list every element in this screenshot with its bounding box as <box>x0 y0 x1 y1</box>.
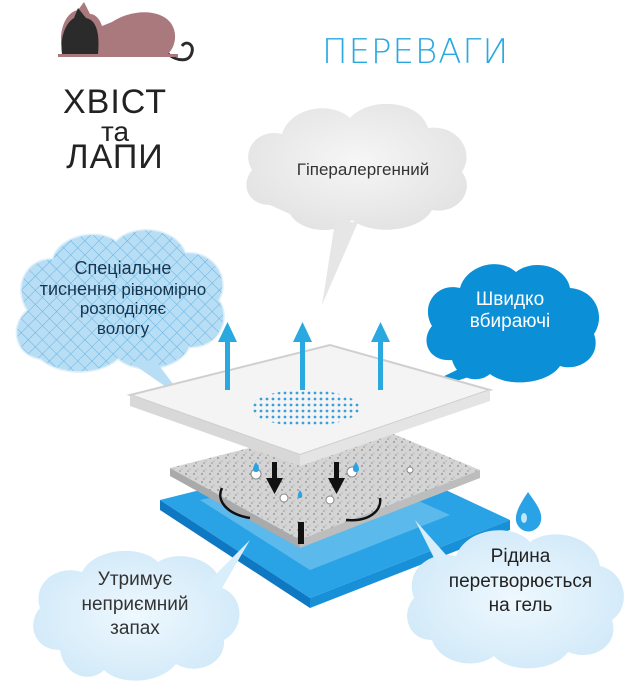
hypoallergenic-label: Гіпералергенний <box>296 160 430 179</box>
logo-text-line3: ЛАПИ <box>66 138 164 176</box>
gel-line2: перетворюється <box>448 570 593 592</box>
odor-line3: запах <box>110 618 160 640</box>
odor-line2: неприємний <box>81 593 189 615</box>
absorbent-layer <box>170 420 480 548</box>
embossing-line3: розподіляє <box>79 299 167 319</box>
logo-text-line1: ХВІСТ <box>63 83 167 121</box>
down-arrow-icon <box>266 462 345 544</box>
fast-line2: вбираючі <box>469 310 551 332</box>
gel-cloud <box>407 520 624 669</box>
embossing-line2: тиснення <box>39 278 117 299</box>
gel-line3: на гель <box>488 595 553 617</box>
embossing-line1: Спеціальне <box>74 258 172 278</box>
logo-text-line2: та <box>100 116 130 147</box>
cat-dog-logo-icon <box>58 2 194 62</box>
odor-cloud <box>33 540 250 681</box>
top-sheet <box>126 343 494 466</box>
curved-arrow-icon <box>219 487 382 522</box>
odor-line1: Утримує <box>97 569 173 590</box>
fast-absorbing-label: Швидко вбираючі <box>445 289 575 333</box>
page-title: ПЕРЕВАГИ <box>322 32 510 72</box>
water-drop-icon <box>253 462 359 498</box>
water-drop-icon <box>515 492 542 532</box>
up-arrow-icon <box>371 322 390 390</box>
embossing-cloud <box>14 227 227 400</box>
embossing-line2b: рівномірно <box>121 279 207 299</box>
fast-line1: Швидко <box>475 289 545 310</box>
odor-label: Утримує неприємний запах <box>55 568 215 642</box>
embossing-label: Спеціальне тиснення рівномірно розподіля… <box>8 258 238 338</box>
up-arrow-icon <box>218 322 237 390</box>
gel-label: Рідина перетворюється на гель <box>418 545 623 619</box>
up-arrow-icon <box>293 322 312 390</box>
embossing-line4: вологу <box>96 318 150 338</box>
hypoallergenic-cloud <box>246 103 467 305</box>
gel-line1: Рідина <box>490 546 551 567</box>
